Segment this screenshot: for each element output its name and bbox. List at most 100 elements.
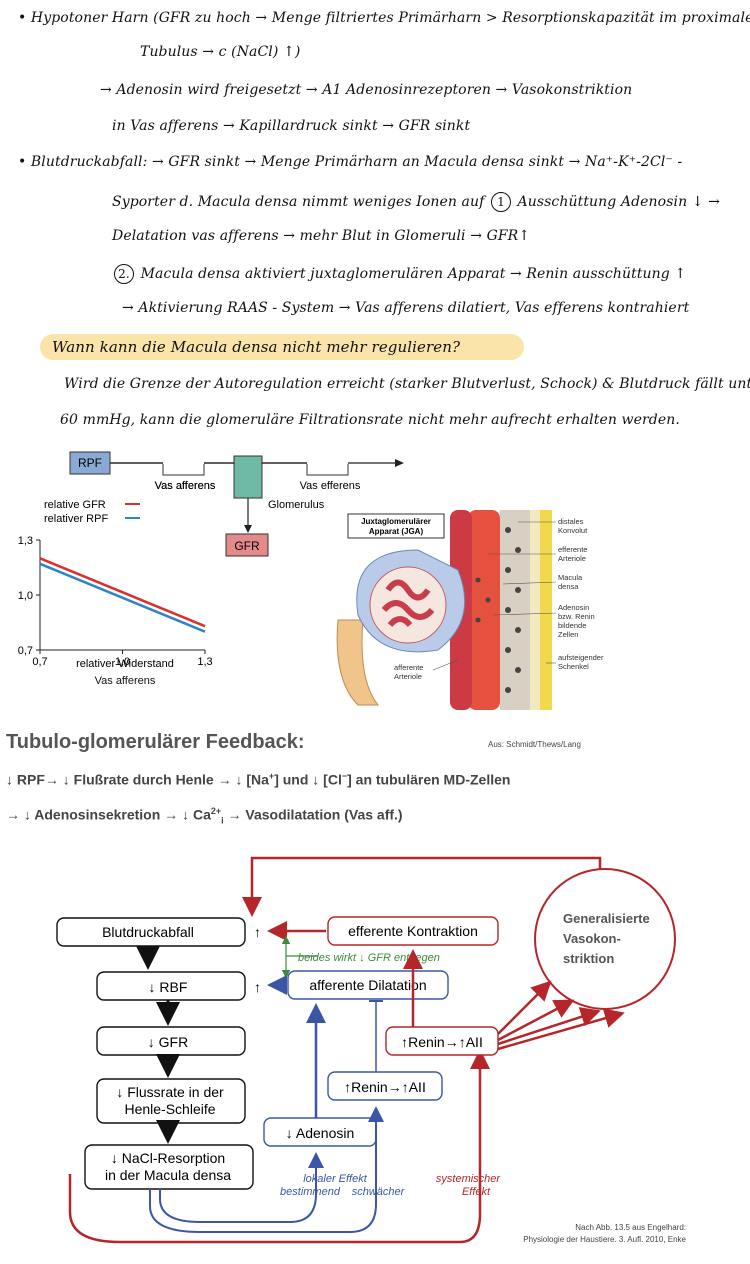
question-highlight	[40, 334, 524, 360]
label-aden-2: bzw. Renin	[558, 612, 595, 621]
note-line-9: → Aktivierung RAAS - System → Vas affere…	[122, 300, 690, 316]
text-efferente: efferente Kontraktion	[348, 923, 478, 939]
label-auf-2: Schenkel	[558, 662, 589, 671]
gfr-text: GFR	[234, 539, 260, 553]
legend-rpf-label: relativer RPF	[44, 513, 108, 525]
eq1-part-a: ↓ RPF→ ↓ Flußrate durch Henle → ↓ [Na	[6, 771, 269, 788]
text-renin-systemisch: ↑Renin→↑AII	[401, 1034, 483, 1050]
schematic-overlay: RPF Vas afferens Vas efferens Glomerulus…	[69, 451, 404, 557]
series-line-1	[39, 562, 206, 633]
box-rbf	[96, 971, 246, 1001]
x-axis-title-2: Vas afferens	[94, 675, 156, 687]
text-nacl-2: in der Macula densa	[105, 1167, 231, 1183]
gfr-box	[225, 533, 269, 557]
label-aff-1: afferente	[394, 663, 423, 672]
label-macula-2: densa	[558, 582, 579, 591]
text-beides: beides wirkt ↓ GFR entgegen	[298, 952, 440, 964]
eq1-part-c: ] an tubulären MD-Zellen	[347, 771, 511, 788]
label-aden-3: bildende	[558, 621, 586, 630]
box-efferente	[327, 916, 499, 946]
text-bestimmend: bestimmend	[280, 1186, 341, 1198]
label-distal-1: distales	[558, 517, 584, 526]
note-line-1: • Hypotoner Harn (GFR zu hoch → Menge fi…	[18, 10, 750, 26]
box-renin-lokal	[327, 1071, 443, 1101]
y-tick-label: 1,0	[18, 590, 33, 602]
text-schwaecher: schwächer	[352, 1186, 406, 1198]
label-distal-2: Konvolut	[558, 526, 588, 535]
text-fluss-2: Henle-Schleife	[124, 1101, 215, 1117]
vas-afferens-label: Vas afferens	[155, 480, 216, 492]
text-fluss-1: ↓ Flussrate in der	[116, 1084, 224, 1100]
answer-line-1: Wird die Grenze der Autoregulation errei…	[64, 376, 750, 392]
x-axis-title-1: relativer Widerstand	[76, 658, 174, 670]
vas-afferens-text: Vas afferens	[155, 480, 216, 492]
box-nacl	[84, 1144, 254, 1190]
x-tick-label: 0,7	[32, 656, 47, 668]
label-aden-4: Zellen	[558, 630, 578, 639]
source-line-2: Physiologie der Haustiere. 3. Aufl. 2010…	[523, 1235, 686, 1244]
text-gfr: ↓ GFR	[148, 1034, 188, 1050]
note-line-7: Delatation vas afferens → mehr Blut in G…	[112, 228, 531, 244]
answer-line-2: 60 mmHg, kann die glomeruläre Filtration…	[60, 412, 680, 428]
legend-gfr-label: relative GFR	[44, 499, 106, 511]
question-text: Wann kann die Macula densa nicht mehr re…	[52, 338, 461, 356]
eq2-sub-i: i	[221, 815, 224, 826]
label-auf-1: aufsteigender	[558, 653, 604, 662]
box-afferente	[287, 970, 449, 1000]
eq2-part-b: → Vasodilatation (Vas aff.)	[223, 806, 403, 823]
gfr-rpf-chart: relative GFR relativer RPF 0,7 1,0 1,3 1,3 1…	[18, 499, 213, 670]
text-lokal: lokaler Effekt	[303, 1173, 368, 1185]
label-eff-1: efferente	[558, 545, 587, 554]
text-systemisch-1: systemischer	[436, 1173, 502, 1185]
text-blutdruckabfall: Blutdruckabfall	[102, 924, 194, 940]
feedback-heading: Tubulo-glomerulärer Feedback:	[6, 731, 305, 753]
text-nacl-1: ↓ NaCl-Resorption	[111, 1150, 225, 1166]
feedback-equation-2: → ↓ Adenosinsekretion → ↓ Ca2+i → Vasodi…	[6, 806, 403, 825]
step-number-1: 1	[490, 192, 511, 212]
glomerulus-text: Glomerulus	[268, 499, 325, 511]
jga-title-2: Apparat (JGA)	[369, 527, 424, 536]
text-afferente: afferente Dilatation	[309, 977, 426, 993]
note-line-8: 2. Macula densa aktiviert juxtaglomerulä…	[112, 264, 686, 284]
label-aff-2: Arteriole	[394, 672, 422, 681]
note-line-4: in Vas afferens → Kapillardruck sinkt → …	[112, 118, 471, 134]
label-aden-1: Adenosin	[558, 603, 589, 612]
rpf-label-top: RPF	[78, 456, 102, 470]
text-renin-lokal: ↑Renin→↑AII	[344, 1079, 426, 1095]
anatomy-source: Aus: Schmidt/Thews/Lang	[488, 740, 581, 749]
text-gen-3: striktion	[563, 951, 614, 966]
note-line-5: • Blutdruckabfall: → GFR sinkt → Menge P…	[18, 154, 683, 170]
label-macula-1: Macula	[558, 573, 583, 582]
jga-illustration: Juxtaglomerulärer Apparat (JGA) distales…	[336, 510, 604, 710]
eq2-part-a: → ↓ Adenosinsekretion → ↓ Ca	[6, 806, 211, 823]
x-tick-label: 1,3	[197, 656, 212, 668]
text-systemisch-2: Effekt	[462, 1186, 491, 1198]
step-number-2: 2.	[114, 264, 134, 284]
series-line-0	[39, 557, 206, 628]
note-line-6a: Syporter d. Macula densa nimmt weniges I…	[112, 194, 485, 210]
text-gen-1: Generalisierte	[563, 911, 650, 926]
feedback-flow-diagram: Blutdruckabfall ↑ ↓ RBF ↑ ↓ GFR ↓ Flussr…	[56, 856, 687, 1244]
up-arrow-1: ↑	[254, 924, 261, 940]
up-arrow-2: ↑	[254, 979, 261, 995]
note-line-8-text: Macula densa aktiviert juxtaglomerulären…	[140, 266, 687, 282]
text-gen-2: Vasokon-	[563, 931, 621, 946]
eq1-sup-cl: −	[341, 771, 348, 781]
eq1-sup-na: +	[268, 771, 275, 781]
note-line-2: Tubulus → c (NaCl) ↑)	[140, 44, 301, 60]
eq2-sup-ca: 2+	[210, 806, 222, 816]
y-tick-label: 0,7	[18, 645, 33, 657]
jga-title-box	[347, 513, 445, 539]
note-line-6b: Ausschüttung Adenosin ↓ →	[517, 194, 720, 210]
label-eff-2: Arteriole	[558, 554, 586, 563]
note-line-6: Syporter d. Macula densa nimmt weniges I…	[112, 192, 720, 212]
text-adenosin: ↓ Adenosin	[286, 1125, 355, 1141]
box-renin-systemisch	[385, 1026, 499, 1056]
y-tick-label: 1,3	[18, 535, 33, 547]
x-tick-label: 1,0	[115, 656, 130, 668]
eq1-part-b: ] und ↓ [Cl	[274, 771, 342, 788]
vas-efferens-text: Vas efferens	[300, 480, 361, 492]
jga-title-1: Juxtaglomerulärer	[361, 517, 431, 526]
feedback-equation-1: ↓ RPF→ ↓ Flußrate durch Henle → ↓ [Na+] …	[6, 771, 510, 788]
note-line-3: → Adenosin wird freigesetzt → A1 Adenosi…	[100, 82, 633, 98]
